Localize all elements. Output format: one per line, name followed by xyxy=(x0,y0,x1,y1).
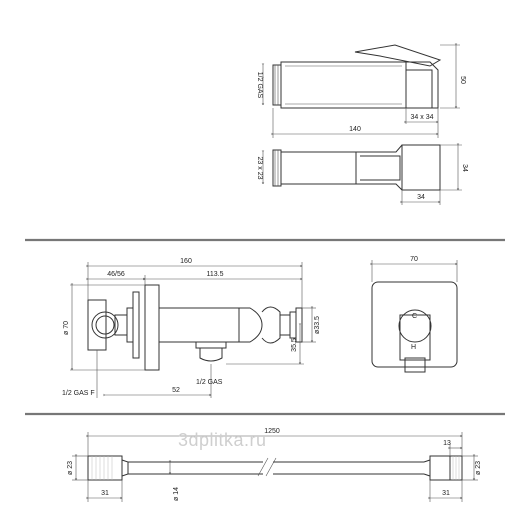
label-seg-right: 113.5 xyxy=(207,271,224,278)
label-profile-23x23: 23 x 23 xyxy=(256,157,263,180)
label-end-left-31: 31 xyxy=(101,490,109,497)
shower-side-view xyxy=(272,44,442,109)
label-height-50: 50 xyxy=(459,76,466,84)
label-outlet: 1/2 GAS xyxy=(196,379,223,386)
label-cold: C xyxy=(412,313,417,320)
hose-view xyxy=(87,455,463,481)
label-hose-dia-right: ø 23 xyxy=(475,461,482,475)
valve-front-view: C H xyxy=(371,281,458,373)
label-hot: H xyxy=(411,344,416,351)
dims-front-view: 70 xyxy=(372,256,457,282)
valve-side-view xyxy=(87,284,303,371)
shower-plan-view xyxy=(272,144,441,191)
watermark: 3dplitka.ru xyxy=(178,430,267,450)
label-end-right-31: 31 xyxy=(442,490,450,497)
label-cap-13: 13 xyxy=(443,440,451,447)
dims-view-a: 1/2 GAS 140 34 x 34 50 xyxy=(256,45,466,138)
label-length-140: 140 xyxy=(349,126,361,133)
label-height-35-5: 35.5 xyxy=(291,338,298,352)
label-thread-a: 1/2 GAS xyxy=(256,72,263,99)
label-dia-70-side: ø 70 xyxy=(63,321,70,335)
dims-hose: 1250 13 ø 23 ø 14 ø 23 31 31 xyxy=(67,428,482,502)
label-front-70: 70 xyxy=(410,256,418,263)
dims-side-view: 160 46/56 113.5 ø 70 1/2 GAS F 52 1/2 GA… xyxy=(62,258,321,398)
label-thread-left: 1/2 GAS F xyxy=(62,390,95,397)
label-height-34: 34 xyxy=(461,164,468,172)
label-total-160: 160 xyxy=(180,258,192,265)
label-seg-left: 46/56 xyxy=(107,271,125,278)
label-section-34x34: 34 x 34 xyxy=(411,114,434,121)
label-width-34: 34 xyxy=(417,194,425,201)
label-hose-dia-mid: ø 14 xyxy=(173,487,180,501)
label-hose-length: 1250 xyxy=(264,428,280,435)
label-dia-33-5: ø33.5 xyxy=(314,316,321,334)
label-hose-dia-left: ø 23 xyxy=(67,461,74,475)
dims-view-b: 23 x 23 34 34 xyxy=(256,145,468,205)
label-offset-52: 52 xyxy=(172,387,180,394)
